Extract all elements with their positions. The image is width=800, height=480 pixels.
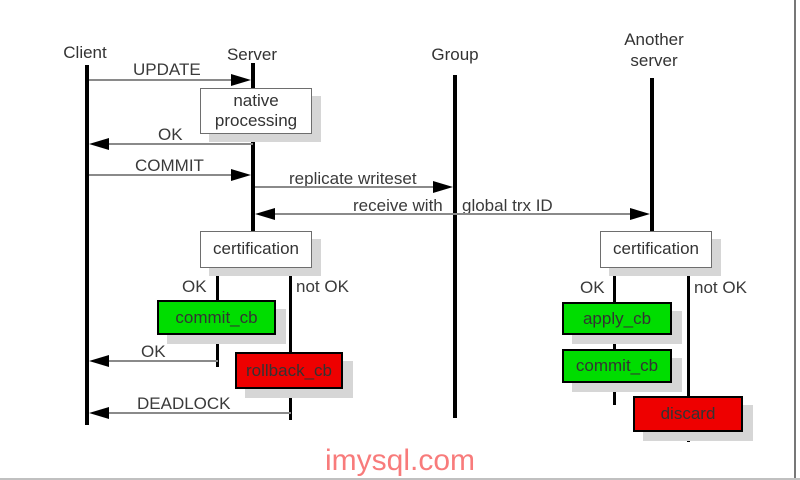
- apply-cb-box: apply_cb: [562, 302, 672, 335]
- another-server-lifeline: [650, 78, 654, 232]
- commit-cb-box-another-server: commit_cb: [562, 349, 672, 383]
- deadlock-message-label: DEADLOCK: [137, 394, 231, 413]
- actor-group-label: Group: [431, 45, 479, 64]
- deadlock-arrow-line: [107, 412, 291, 414]
- right-edge-border: [794, 0, 796, 480]
- discard-box: discard: [633, 396, 743, 432]
- rollback-cb-box: rollback_cb: [235, 352, 343, 389]
- ok-native-message-label: OK: [158, 125, 183, 144]
- receive-with-message-label: receive with: [353, 196, 443, 215]
- ok-commit-arrow-line: [107, 360, 218, 362]
- receive-arrowhead-left-icon: [255, 208, 275, 220]
- actor-client-label: Client: [63, 43, 107, 62]
- receive-arrowhead-right-icon: [630, 208, 650, 220]
- right-ok-branch-line: [613, 266, 616, 405]
- replicate-writeset-message-label: replicate writeset: [289, 169, 417, 188]
- global-trx-id-message-label: global trx ID: [462, 196, 553, 215]
- ok-commit-message-label: OK: [141, 342, 166, 361]
- left-ok-branch-label: OK: [182, 277, 207, 296]
- certification-box-server: certification: [200, 231, 312, 268]
- deadlock-arrowhead-left-icon: [89, 407, 109, 419]
- actor-server-label: Server: [226, 45, 278, 64]
- commit-cb-box-server: commit_cb: [157, 300, 276, 335]
- certification-server-label: certification: [213, 239, 299, 259]
- certification-box-another-server: certification: [600, 231, 712, 268]
- ok-native-arrowhead-left-icon: [89, 138, 109, 150]
- actor-another-server-label: Another server: [624, 30, 684, 71]
- update-arrow-line: [89, 79, 233, 81]
- update-message-label: UPDATE: [133, 60, 201, 79]
- ok-native-arrow-line: [107, 143, 253, 145]
- left-not-ok-branch-line: [289, 266, 292, 420]
- server-lifeline: [251, 63, 255, 232]
- replicate-writeset-arrowhead-right-icon: [433, 181, 453, 193]
- replicate-writeset-arrow-line: [255, 186, 435, 188]
- group-lifeline: [453, 75, 457, 418]
- commit-cb-another-server-label: commit_cb: [575, 356, 659, 375]
- client-lifeline: [85, 65, 89, 425]
- certification-another-server-label: certification: [613, 239, 699, 259]
- rollback-cb-label: rollback_cb: [246, 360, 332, 380]
- right-not-ok-branch-line: [687, 266, 690, 442]
- bottom-edge-border: [0, 478, 800, 480]
- ok-commit-arrowhead-left-icon: [89, 355, 109, 367]
- commit-arrow-line: [89, 174, 232, 176]
- right-not-ok-branch-label: not OK: [694, 278, 747, 297]
- left-not-ok-branch-label: not OK: [296, 277, 349, 296]
- commit-cb-server-label: commit_cb: [175, 307, 258, 327]
- update-arrowhead-right-icon: [231, 74, 251, 86]
- receive-arrow-line: [273, 213, 632, 215]
- native-processing-label: native processing: [214, 90, 298, 130]
- discard-label: discard: [660, 404, 716, 423]
- right-ok-branch-label: OK: [580, 278, 605, 297]
- commit-arrowhead-right-icon: [231, 169, 251, 181]
- watermark-text: imysql.com: [324, 444, 475, 477]
- commit-message-label: COMMIT: [135, 156, 204, 175]
- apply-cb-label: apply_cb: [582, 308, 652, 328]
- native-processing-box: native processing: [200, 88, 312, 134]
